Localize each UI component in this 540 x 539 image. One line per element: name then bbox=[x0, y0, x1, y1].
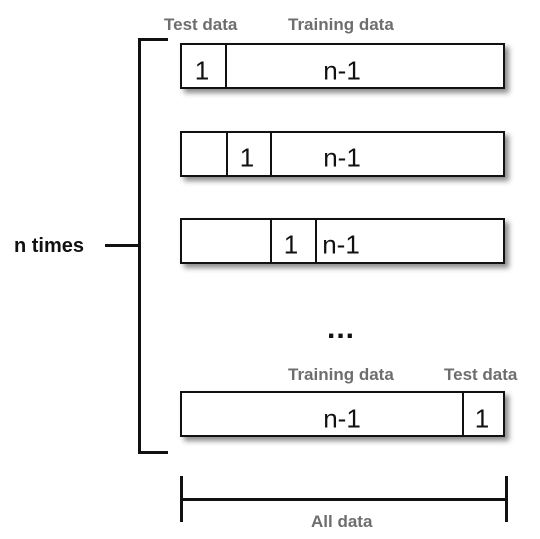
training-data-label-bottom: Training data bbox=[288, 365, 394, 384]
fold-n-divider bbox=[462, 393, 464, 435]
fold-1-train-count: n-1 bbox=[323, 55, 361, 86]
bracket-top-tick bbox=[138, 38, 168, 41]
fold-2-divider-right bbox=[270, 133, 272, 175]
fold-1-test-count: 1 bbox=[194, 55, 210, 86]
bracket-bottom-tick bbox=[138, 451, 168, 454]
all-data-label: All data bbox=[311, 512, 373, 531]
fold-3-test-count: 1 bbox=[283, 229, 299, 260]
fold-n-train-count: n-1 bbox=[323, 403, 361, 434]
fold-3-divider-right bbox=[315, 220, 317, 262]
fold-n-bar bbox=[180, 391, 505, 437]
all-data-range-line bbox=[180, 498, 508, 501]
fold-2-divider-left bbox=[226, 133, 228, 175]
fold-2-train-count: n-1 bbox=[323, 142, 361, 173]
fold-2-bar bbox=[180, 131, 505, 177]
training-data-label-top: Training data bbox=[288, 15, 394, 34]
fold-1-divider bbox=[225, 45, 227, 87]
fold-n-test-count: 1 bbox=[474, 403, 490, 434]
fold-3-bar bbox=[180, 218, 505, 264]
fold-2-test-count: 1 bbox=[239, 142, 255, 173]
fold-3-divider-left bbox=[270, 220, 272, 262]
n-times-label: n times bbox=[14, 235, 85, 257]
fold-1-bar bbox=[180, 43, 505, 89]
test-data-label-bottom: Test data bbox=[444, 365, 518, 384]
test-data-label-top: Test data bbox=[164, 15, 238, 34]
ellipsis: ... bbox=[327, 312, 356, 345]
bracket-spine bbox=[138, 38, 141, 454]
bracket-pointer bbox=[105, 244, 139, 247]
fold-3-train-count: n-1 bbox=[322, 229, 360, 260]
